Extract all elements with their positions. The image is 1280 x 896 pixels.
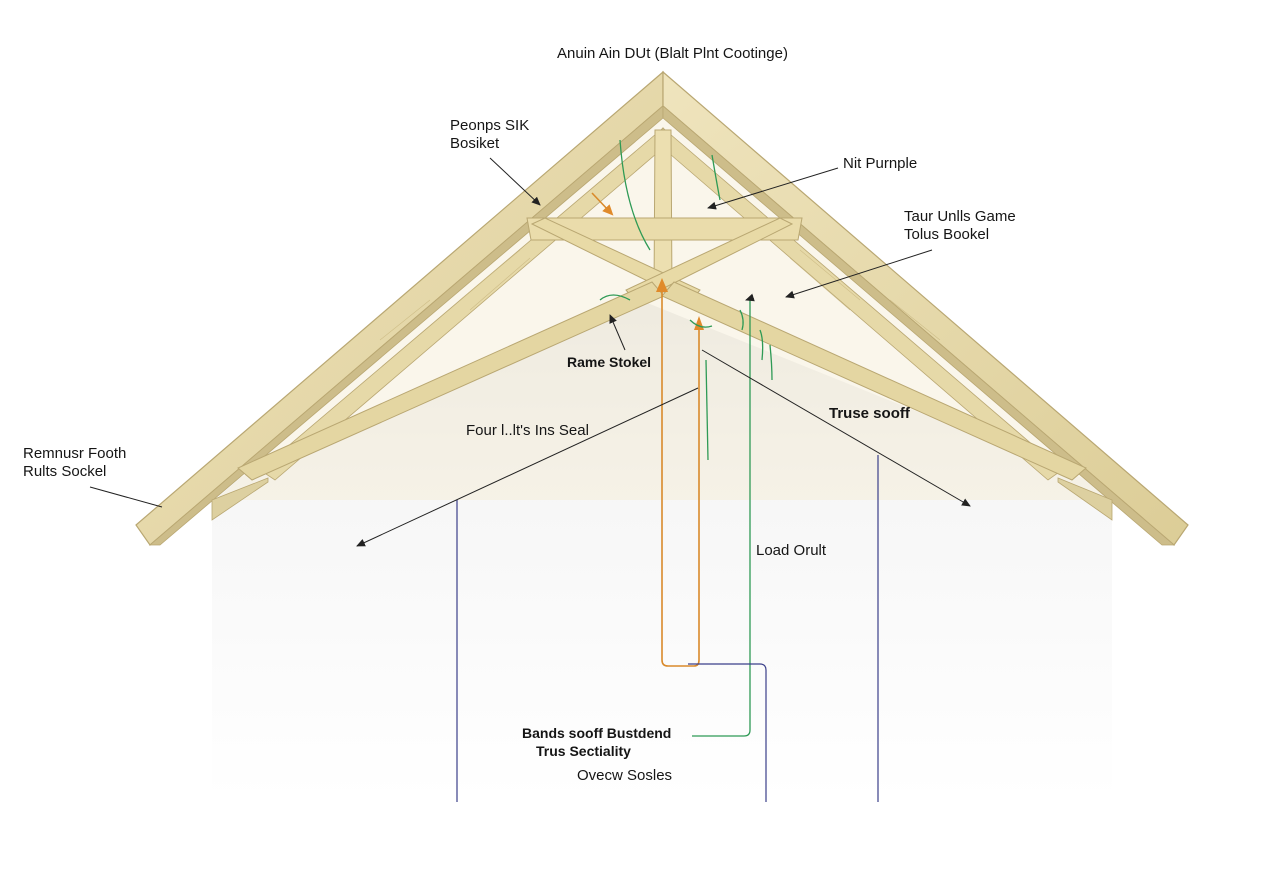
web-right-down [625, 217, 794, 303]
leader-peak-socket [489, 157, 541, 206]
callout-rame-socket: Rame Stokel [567, 354, 652, 370]
callout-peak-socket-line-2: Bosiket [450, 135, 500, 152]
callout-nut-purple: Nit Purnple [843, 155, 918, 172]
leader-nut-purple [707, 167, 839, 210]
left-eave-block [211, 477, 269, 521]
leader-tour-units [785, 249, 933, 299]
callout-tour-units-line-2: Tolus Bookel [904, 226, 990, 243]
navy-guides [456, 455, 879, 802]
callout-bands-line-2: Trus Sectiality [536, 743, 631, 759]
callout-peak-socket-line-1: Peonps SIK [450, 117, 530, 134]
leader-remnant [89, 486, 163, 508]
callout-tour-units-line-1: Taur Unlls Game [904, 208, 1016, 225]
wood-grain [379, 249, 941, 341]
callout-bands-sooff: Bands sooff Bustdend Trus Sectiality [522, 724, 671, 760]
callout-truss-soff: Truse sooff [829, 405, 910, 422]
callout-tour-units: Taur Unlls Game Tolus Bookel [904, 208, 1016, 244]
diagram-title: Anuin Ain DUt (Blalt Plnt Cootinge) [557, 45, 788, 62]
right-eave-block [1057, 477, 1113, 521]
leader-rame-socket [609, 314, 626, 351]
leader-four-seal [356, 387, 699, 547]
roof-truss [135, 70, 1189, 546]
callout-remnant-footh: Remnusr Footh Rults Sockel [23, 445, 126, 481]
orange-load-path [591, 192, 700, 667]
collar-tie [526, 217, 803, 241]
callout-peak-socket: Peonps SIK Bosiket [450, 117, 529, 153]
callout-four-seal: Four l..lt's Ins Seal [466, 422, 589, 439]
leader-lines [89, 157, 971, 547]
callout-remnant-line-2: Rults Sockel [23, 463, 107, 480]
callout-bands-line-1: Bands sooff Bustdend [522, 725, 672, 741]
king-post [653, 129, 673, 293]
leader-truss-soff [701, 349, 971, 507]
callout-remnant-line-1: Remnusr Footh [23, 445, 127, 462]
green-load-path [599, 139, 773, 737]
callout-load-orbit: Load Orult [756, 542, 827, 559]
callout-ovecw-sosles: Ovecw Sosles [577, 767, 673, 784]
leader-upper-right [745, 293, 755, 302]
right-rafter [662, 70, 1189, 546]
orange-apex-marker [656, 278, 668, 292]
